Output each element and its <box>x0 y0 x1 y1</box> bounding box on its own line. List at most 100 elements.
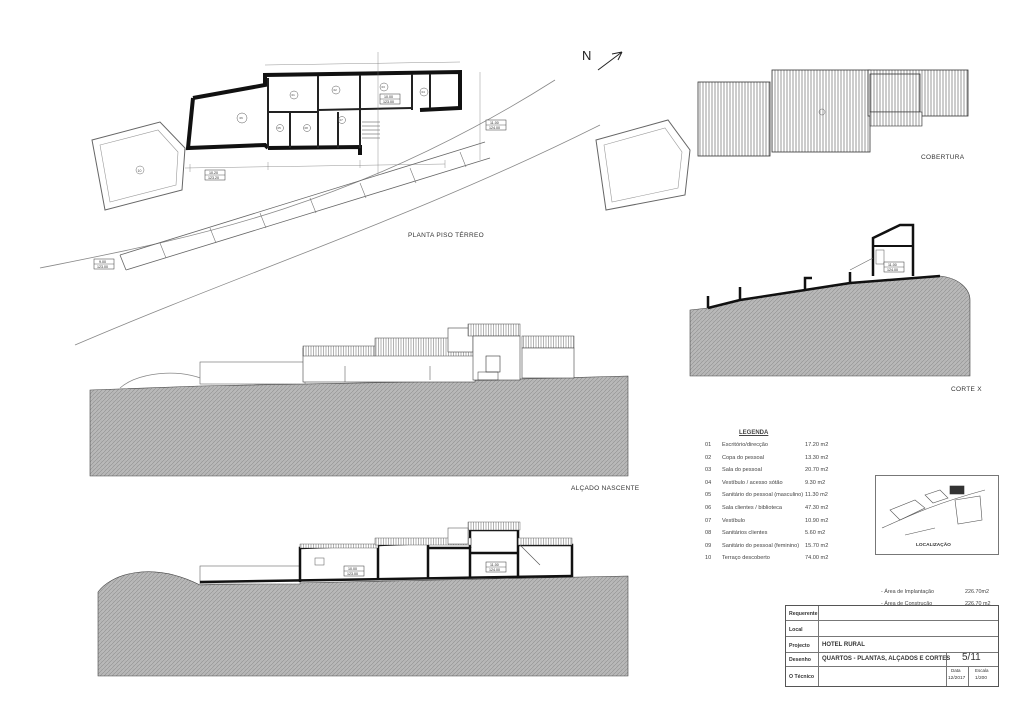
roof-terrace-outline <box>595 119 691 211</box>
level-tag-bottom: 124.00 <box>887 268 898 272</box>
level-tag: 11.00 124.00 <box>485 561 507 573</box>
projecto-label: Projecto <box>789 643 810 649</box>
svg-text:04: 04 <box>422 90 426 94</box>
construction-label: - Área de Construção <box>881 601 933 607</box>
terrain-line <box>706 272 941 310</box>
tecnico-label: O Técnico <box>789 674 815 680</box>
level-tag: 10.00 123.00 <box>379 93 401 105</box>
building-wall <box>267 144 362 155</box>
sheet-number: 5/11 <box>962 652 981 663</box>
building-wall <box>192 69 462 112</box>
svg-text:05: 05 <box>278 126 282 130</box>
roof-tiles <box>521 335 575 349</box>
roof-tiles <box>374 537 472 546</box>
level-tag-bottom: 123.20 <box>208 176 219 180</box>
requerente-label: Requerente <box>789 611 818 617</box>
level-tag-top: 11.00 <box>490 121 499 125</box>
implantation-value: 226.70m2 <box>965 589 989 595</box>
svg-text:06: 06 <box>240 116 244 120</box>
location-map <box>881 485 986 536</box>
level-tag-top: 11.00 <box>490 563 499 567</box>
building-wall <box>185 97 270 151</box>
desenho-value: QUARTOS - PLANTAS, ALÇADOS E CORTES <box>822 656 951 662</box>
roof-section <box>697 81 771 157</box>
level-tag: 11.00 124.00 <box>485 119 507 131</box>
level-tag-top: 10.20 <box>209 171 218 175</box>
svg-text:08: 08 <box>305 126 309 130</box>
roof-tiles <box>302 345 376 357</box>
elevation-title: ALÇADO NASCENTE <box>571 485 640 492</box>
level-tag-top: 10.00 <box>348 567 357 571</box>
roof-tiles <box>299 543 379 549</box>
svg-text:10: 10 <box>138 169 142 173</box>
data-value: 12/2017 <box>948 676 966 681</box>
level-tag-bottom: 123.00 <box>97 265 108 269</box>
level-tag-top: 10.00 <box>384 95 393 99</box>
roof-section <box>771 69 871 153</box>
level-tag-top: 11.00 <box>888 263 897 267</box>
construction-value: 226.70 m2 <box>965 601 991 607</box>
roof-tiles <box>517 537 573 546</box>
ground-fill <box>689 275 971 377</box>
legend-title: LEGENDA <box>739 430 769 436</box>
location-box: LOCALIZAÇÃO <box>875 475 999 555</box>
title-block: Requerente Local Projecto HOTEL RURAL De… <box>785 605 999 687</box>
local-label: Local <box>789 627 803 633</box>
level-tag: 10.00 123.00 <box>343 565 365 577</box>
implantation-label: - Área de Implantação <box>881 589 935 595</box>
level-tag-bottom: 123.00 <box>383 100 394 104</box>
level-tag: 10.20 123.20 <box>204 169 226 181</box>
site-boundary <box>119 141 486 256</box>
building-section <box>199 574 573 584</box>
svg-text:02: 02 <box>334 88 338 92</box>
roof-title: COBERTURA <box>921 154 965 161</box>
level-tag-top: 9.00 <box>99 260 106 264</box>
svg-text:01: 01 <box>292 93 296 97</box>
svg-text:03: 03 <box>382 85 386 89</box>
ground-fill <box>97 571 629 677</box>
site-boundary <box>125 157 491 271</box>
section-x: 11.00 124.00 <box>689 223 971 377</box>
level-tag-bottom: 124.00 <box>489 568 500 572</box>
section-title: CORTE X <box>951 386 982 393</box>
level-tag: 11.00 124.00 <box>883 261 905 273</box>
desenho-label: Desenho <box>789 657 811 663</box>
escala-value: 1/200 <box>975 676 988 681</box>
roof-tiles <box>467 521 521 531</box>
level-tag-bottom: 124.00 <box>489 126 500 130</box>
terrace-outline <box>91 121 186 211</box>
roof-tiles <box>467 323 521 337</box>
east-elevation <box>89 323 629 477</box>
building-section <box>871 223 915 276</box>
projecto-value: HOTEL RURAL <box>822 642 865 648</box>
road-edge <box>74 124 601 346</box>
road-edge <box>39 79 556 269</box>
lower-section: 10.00 123.00 11.00 124.00 <box>97 521 629 677</box>
location-label: LOCALIZAÇÃO <box>916 543 951 548</box>
area-summary: - Área de Implantação 226.70m2 - Área de … <box>881 589 1001 613</box>
data-label: Data <box>951 668 961 673</box>
site-boundary <box>119 254 127 271</box>
ground-floor-title: PLANTA PISO TÉRREO <box>408 232 484 239</box>
level-tag: 9.00 123.00 <box>93 258 115 270</box>
roof-plan <box>595 69 969 211</box>
ground-fill <box>89 375 629 477</box>
north-label: N <box>582 48 592 63</box>
north-arrow-icon <box>597 51 623 71</box>
roof-section <box>867 69 969 117</box>
svg-text:07: 07 <box>340 118 344 122</box>
level-tag-bottom: 123.00 <box>347 572 358 576</box>
